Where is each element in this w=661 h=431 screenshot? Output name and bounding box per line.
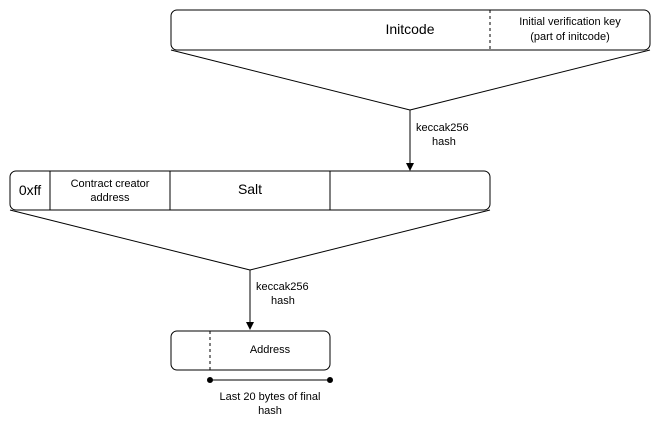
range-note-line2: hash [258, 405, 282, 417]
range-note-line1: Last 20 bytes of final [220, 391, 321, 403]
create2-input-box-outline [9, 170, 491, 211]
funnel-1-left-edge [170, 49, 411, 111]
hash-step-1-label-line1: keccak256 [416, 122, 469, 134]
funnel-2-right-edge [249, 209, 491, 271]
funnel-1-right-edge [409, 49, 651, 111]
last-20-bytes-range: Last 20 bytes of final hash [207, 377, 333, 417]
address-box: Address [170, 330, 331, 371]
address-label: Address [250, 344, 291, 356]
verification-key-label-line2: (part of initcode) [530, 31, 609, 43]
hash-step-2-label-line1: keccak256 [256, 281, 309, 293]
address-box-outline [170, 330, 331, 371]
initcode-label: Initcode [385, 21, 434, 37]
hash-step-1-label-line2: hash [432, 136, 456, 148]
initcode-box: Initcode Initial verification key (part … [170, 9, 651, 51]
funnel-1 [170, 49, 651, 111]
hash-step-2-label-line2: hash [271, 295, 295, 307]
salt-label: Salt [238, 181, 262, 197]
creator-address-label-line2: address [90, 192, 130, 204]
create2-input-box: 0xff Contract creator address Salt [9, 170, 491, 211]
initcode-box-outline [170, 9, 651, 51]
creator-address-label-line1: Contract creator [71, 178, 150, 190]
funnel-2-left-edge [9, 209, 251, 271]
prefix-0xff-label: 0xff [19, 182, 41, 198]
range-start-dot [207, 377, 213, 383]
range-end-dot [327, 377, 333, 383]
funnel-2 [9, 209, 491, 271]
verification-key-label-line1: Initial verification key [519, 16, 621, 28]
